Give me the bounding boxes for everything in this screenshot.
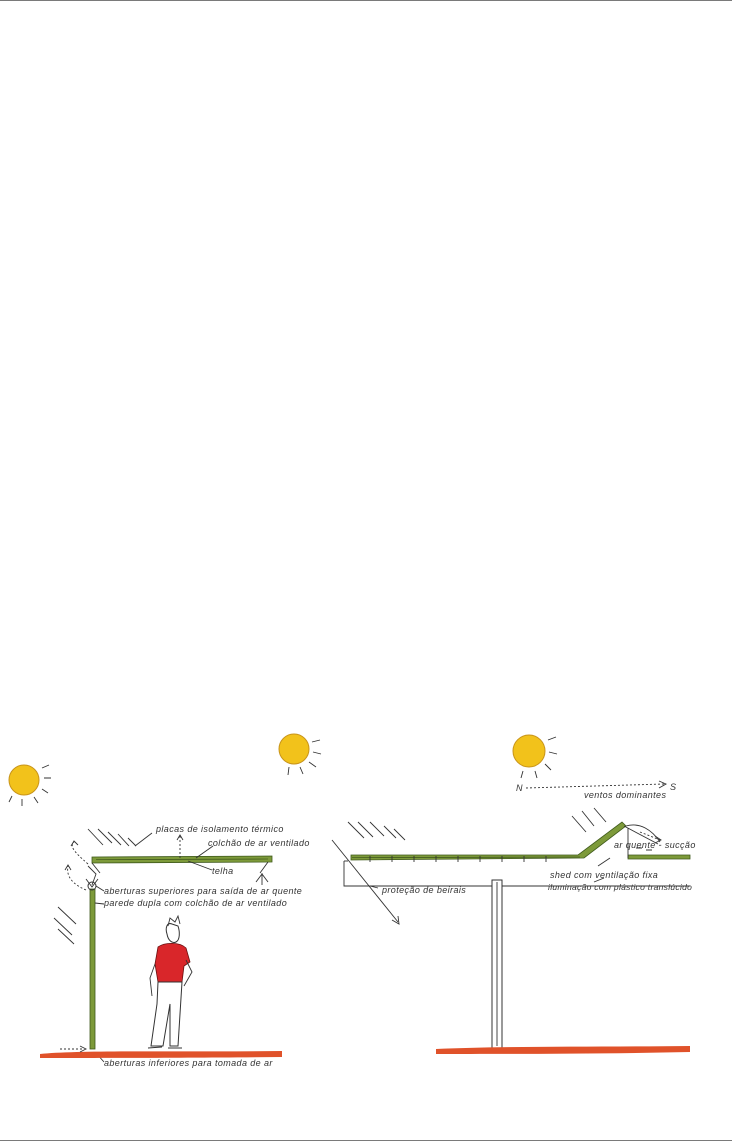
sun-icon xyxy=(512,734,558,779)
label-colchao: colchão de ar ventilado xyxy=(208,838,310,848)
person-figure xyxy=(147,914,193,1049)
label-iluminacao: iluminação com plástico translúcido xyxy=(548,882,692,892)
ground-line xyxy=(436,1046,690,1054)
roof-with-shed xyxy=(350,821,627,861)
label-ar-quente: ar quente - sucção xyxy=(614,840,696,850)
label-south: S xyxy=(670,782,676,792)
label-telha: telha xyxy=(212,866,234,876)
label-aberturas-superiores: aberturas superiores para saída de ar qu… xyxy=(104,886,302,896)
label-aberturas-inferiores: aberturas inferiores para tomada de ar xyxy=(104,1058,273,1068)
ground-line xyxy=(40,1051,282,1058)
left-diagram: placas de isolamento térmico colchão de … xyxy=(8,733,322,1068)
label-parede-dupla: parede dupla com colchão de ar ventilado xyxy=(103,898,287,908)
double-wall xyxy=(89,888,96,1050)
label-shed: shed com ventilação fixa xyxy=(550,870,658,880)
shirt xyxy=(154,942,191,983)
sun-icon xyxy=(278,733,322,776)
label-north: N xyxy=(516,783,523,793)
bottom-rule xyxy=(0,1140,732,1141)
label-ventos: ventos dominantes xyxy=(584,790,666,800)
sun-icon xyxy=(8,764,51,806)
label-placas: placas de isolamento térmico xyxy=(155,824,284,834)
label-protecao: proteção de beirais xyxy=(381,885,466,895)
top-rule xyxy=(0,0,732,1)
roof-end xyxy=(627,854,691,860)
right-diagram: N S ventos dominantes xyxy=(331,734,696,1054)
